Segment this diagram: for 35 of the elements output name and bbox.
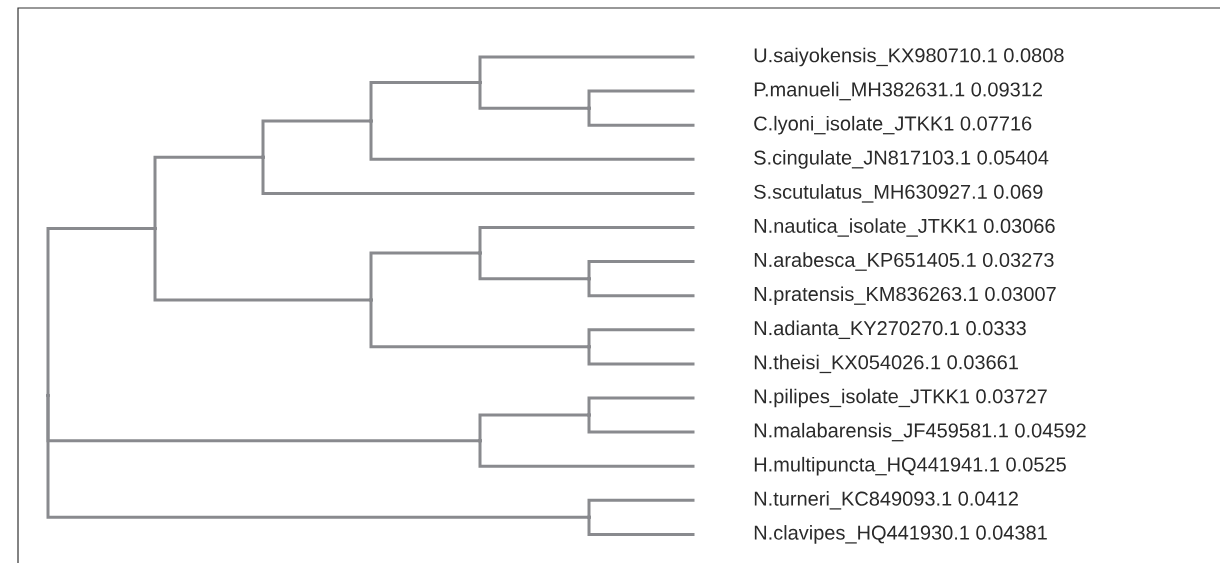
leaf-label: S.cingulate_JN817103.1 0.05404 (754, 150, 1049, 169)
leaf-label: U.saiyokensis_KX980710.1 0.0808 (754, 47, 1064, 67)
tree-branch (587, 515, 695, 536)
tree-branch (478, 81, 591, 110)
tree-branch (587, 396, 695, 417)
leaf-label: N.pilipes_isolate_JTKK1 0.03727 (754, 388, 1047, 408)
tree-branch (369, 298, 591, 349)
leaf-label: N.nautica_isolate_JTKK1 0.03066 (754, 218, 1055, 237)
tree-branch (153, 227, 373, 302)
leaf-label: N.theisi_KX054026.1 0.03661 (754, 354, 1018, 374)
tree-branch (478, 251, 591, 281)
tree-branch (587, 413, 695, 434)
tree-branch (587, 106, 695, 127)
tree-branch (261, 119, 373, 159)
tree-branch (478, 439, 695, 468)
leaf-label: N.adianta_KY270270.1 0.0333 (754, 320, 1026, 340)
leaf-label: N.pratensis_KM836263.1 0.03007 (754, 286, 1056, 306)
leaf-label: S.scutulatus_MH630927.1 0.069 (754, 184, 1043, 203)
tree-branch (478, 226, 695, 255)
tree-branch (46, 394, 591, 519)
tree-branch (261, 155, 695, 195)
leaf-label: N.malabarensis_JF459581.1 0.04592 (754, 422, 1086, 442)
leaf-label: N.turneri_KC849093.1 0.0412 (754, 491, 1018, 510)
leaf-label: N.arabesca_KP651405.1 0.03273 (754, 252, 1054, 271)
leaf-label: N.clavipes_HQ441930.1 0.04381 (754, 525, 1047, 544)
leaf-label: P.manueli_MH382631.1 0.09312 (754, 81, 1042, 101)
tree-branch (369, 119, 695, 161)
branch-point (46, 393, 50, 398)
tree-branch (587, 498, 695, 519)
tree-branch (587, 345, 695, 366)
tree-branch (587, 277, 695, 298)
tree-branch (46, 227, 157, 397)
leaf-label: H.multipuncta_HQ441941.1 0.0525 (754, 456, 1066, 476)
leaf-label: C.lyoni_isolate_JTKK1 0.07716 (754, 115, 1032, 135)
tree-branch (587, 89, 695, 110)
